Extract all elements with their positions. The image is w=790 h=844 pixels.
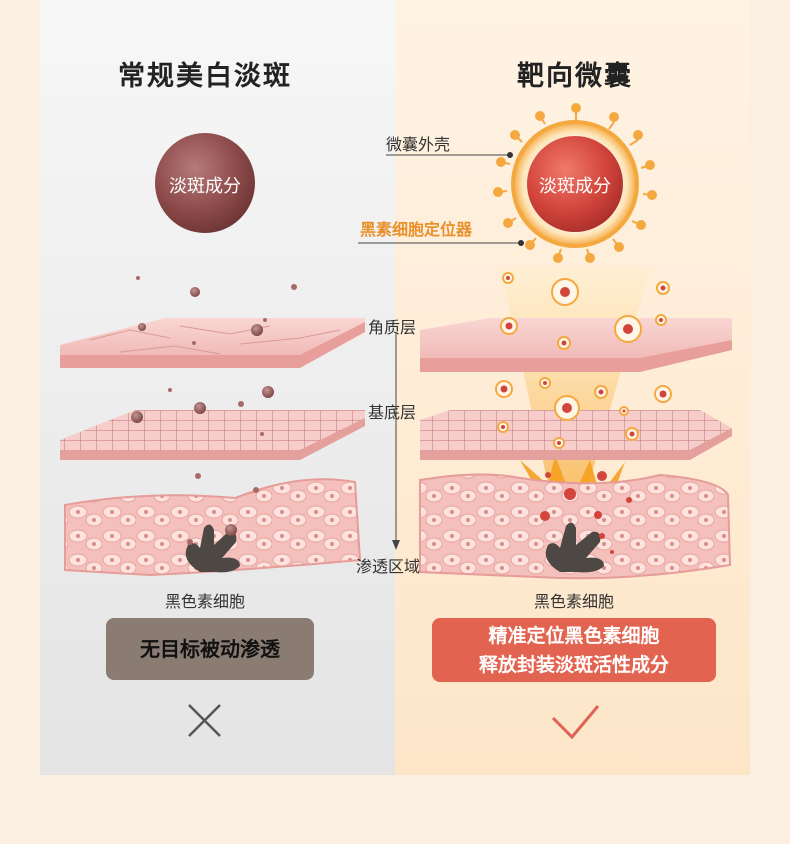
left-result-text: 无目标被动渗透: [140, 637, 280, 661]
right-basal-layer: [420, 410, 732, 460]
check-icon: [551, 705, 600, 740]
stratum-corneum-label: 角质层: [368, 318, 417, 337]
depth-arrow: [392, 332, 400, 550]
left-particles: [131, 276, 297, 545]
left-result-badge: 无目标被动渗透: [106, 618, 314, 680]
penetration-zone-label: 渗透区域: [356, 557, 421, 576]
right-result-badge: 精准定位黑色素细胞 释放封装淡斑活性成分: [432, 618, 716, 682]
shell-label: 微囊外壳: [386, 135, 451, 154]
left-cell-label: 黑色素细胞: [164, 592, 245, 611]
right-result-line2: 释放封装淡斑活性成分: [478, 654, 669, 676]
right-result-line1: 精准定位黑色素细胞: [488, 625, 660, 647]
right-title: 靶向微囊: [517, 61, 633, 92]
locator-label: 黑素细胞定位器: [360, 220, 473, 239]
right-ingredient-label: 淡斑成分: [539, 176, 611, 197]
right-stratum-corneum-layer: [420, 318, 732, 372]
left-title: 常规美白淡斑: [118, 61, 292, 92]
right-melanocyte-icon: [545, 522, 604, 573]
left-stratum-corneum-layer: [60, 318, 365, 368]
right-capsule-particles: [495, 272, 672, 554]
left-ingredient-ball: [155, 133, 255, 233]
left-basal-layer: [60, 410, 365, 460]
cross-icon: [188, 704, 221, 737]
basal-layer-label: 基底层: [368, 403, 417, 422]
microcapsule: [493, 103, 657, 263]
right-cell-label: 黑色素细胞: [533, 592, 614, 611]
left-ingredient-label: 淡斑成分: [169, 176, 241, 197]
callout-lines: [358, 152, 524, 246]
left-melanocyte-icon: [185, 524, 240, 573]
